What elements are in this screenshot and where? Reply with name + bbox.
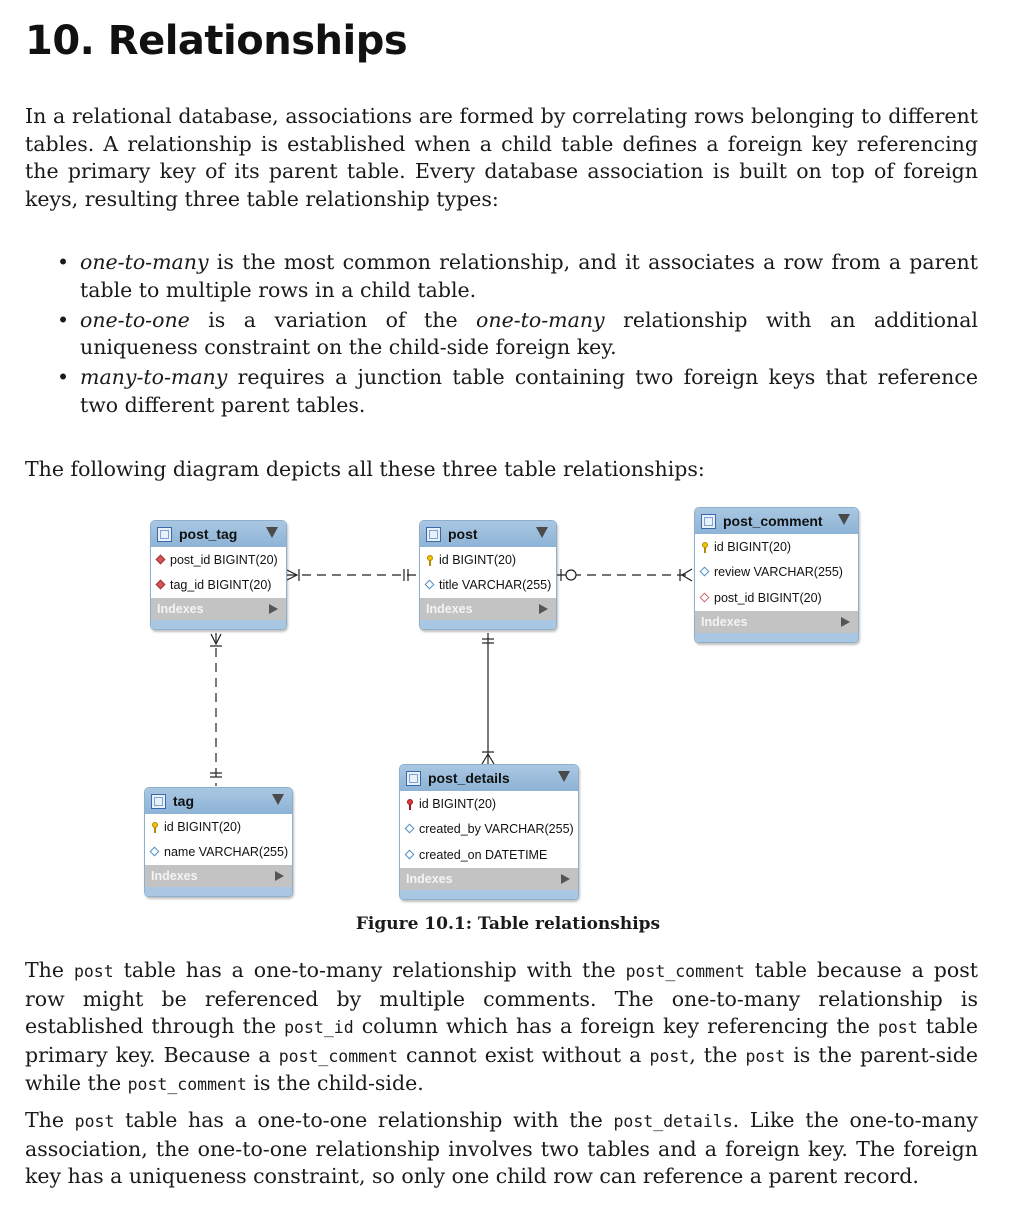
column-row: review VARCHAR(255): [695, 560, 858, 586]
table-post[interactable]: post id BIGINT(20) title VARCHAR(255) In…: [419, 520, 557, 630]
collapse-arrow-icon[interactable]: [266, 527, 278, 538]
column-row: created_on DATETIME: [400, 842, 578, 868]
table-header[interactable]: post_details: [400, 765, 578, 791]
chapter-heading: 10. Relationships: [25, 18, 408, 64]
paragraph-one-to-one: The post table has a one-to-one relation…: [25, 1108, 978, 1188]
table-icon: [701, 513, 716, 529]
expand-arrow-icon: [269, 604, 278, 614]
list-item: one-to-many is the most common relations…: [25, 249, 978, 304]
primary-key-icon: [700, 541, 710, 553]
table-header[interactable]: post_comment: [695, 508, 858, 534]
diagram-intro: The following diagram depicts all these …: [25, 457, 705, 481]
intro-paragraph: In a relational database, associations a…: [25, 104, 978, 211]
indexes-section[interactable]: Indexes: [400, 867, 578, 890]
relationship-types-list: one-to-many is the most common relations…: [25, 249, 978, 422]
foreign-key-icon: [156, 580, 166, 590]
expand-arrow-icon: [539, 604, 548, 614]
table-post-details[interactable]: post_details id BIGINT(20) created_by VA…: [399, 764, 579, 900]
collapse-arrow-icon[interactable]: [536, 527, 548, 538]
indexes-section[interactable]: Indexes: [151, 598, 286, 620]
term: one-to-many: [476, 307, 605, 332]
term: one-to-one: [80, 307, 190, 332]
crowsfoot-many-icon: [210, 633, 222, 646]
column-row: name VARCHAR(255): [145, 840, 292, 866]
column-row: post_id BIGINT(20): [151, 547, 286, 573]
table-header[interactable]: post_tag: [151, 521, 286, 547]
table-header[interactable]: post: [420, 521, 556, 547]
expand-arrow-icon: [561, 873, 570, 884]
column-icon: [425, 580, 435, 590]
indexes-section[interactable]: Indexes: [695, 610, 858, 633]
column-icon: [150, 847, 160, 857]
list-item: one-to-one is a variation of the one-to-…: [25, 307, 978, 362]
indexes-section[interactable]: Indexes: [420, 598, 556, 620]
column-row: id BIGINT(20): [145, 814, 292, 840]
expand-arrow-icon: [275, 871, 284, 881]
table-tag[interactable]: tag id BIGINT(20) name VARCHAR(255) Inde…: [144, 787, 293, 897]
crowsfoot-many-icon: [680, 568, 693, 582]
crowsfoot-many-icon: [286, 569, 299, 581]
column-row: post_id BIGINT(20): [695, 585, 858, 611]
table-post-comment[interactable]: post_comment id BIGINT(20) review VARCHA…: [694, 507, 859, 643]
table-post-tag[interactable]: post_tag post_id BIGINT(20) tag_id BIGIN…: [150, 520, 287, 630]
collapse-arrow-icon[interactable]: [838, 514, 850, 525]
column-icon: [405, 850, 415, 860]
column-icon: [700, 567, 710, 577]
expand-arrow-icon: [841, 616, 850, 627]
primary-key-icon: [425, 554, 435, 566]
table-header[interactable]: tag: [145, 788, 292, 814]
list-item: many-to-many requires a junction table c…: [25, 364, 978, 419]
zero-one-icon: [565, 569, 577, 581]
foreign-key-icon: [156, 555, 166, 565]
foreign-key-icon: [700, 593, 710, 603]
figure-caption: Figure 10.1: Table relationships: [355, 914, 661, 934]
column-row: title VARCHAR(255): [420, 573, 556, 599]
table-icon: [157, 526, 172, 542]
paragraph-one-to-many: The post table has a one-to-many relatio…: [25, 958, 978, 1095]
column-row: id BIGINT(20): [420, 547, 556, 573]
primary-key-icon: [150, 821, 160, 833]
table-icon: [151, 793, 166, 809]
term: one-to-many: [80, 250, 209, 274]
indexes-section[interactable]: Indexes: [145, 865, 292, 887]
column-row: created_by VARCHAR(255): [400, 817, 578, 843]
column-icon: [405, 824, 415, 834]
term: many-to-many: [80, 365, 228, 389]
primary-foreign-key-icon: [405, 798, 415, 810]
column-row: id BIGINT(20): [400, 791, 578, 817]
column-row: tag_id BIGINT(20): [151, 573, 286, 599]
collapse-arrow-icon[interactable]: [558, 771, 570, 782]
table-icon: [406, 770, 421, 786]
column-row: id BIGINT(20): [695, 534, 858, 560]
table-icon: [426, 526, 441, 542]
collapse-arrow-icon[interactable]: [272, 794, 284, 805]
